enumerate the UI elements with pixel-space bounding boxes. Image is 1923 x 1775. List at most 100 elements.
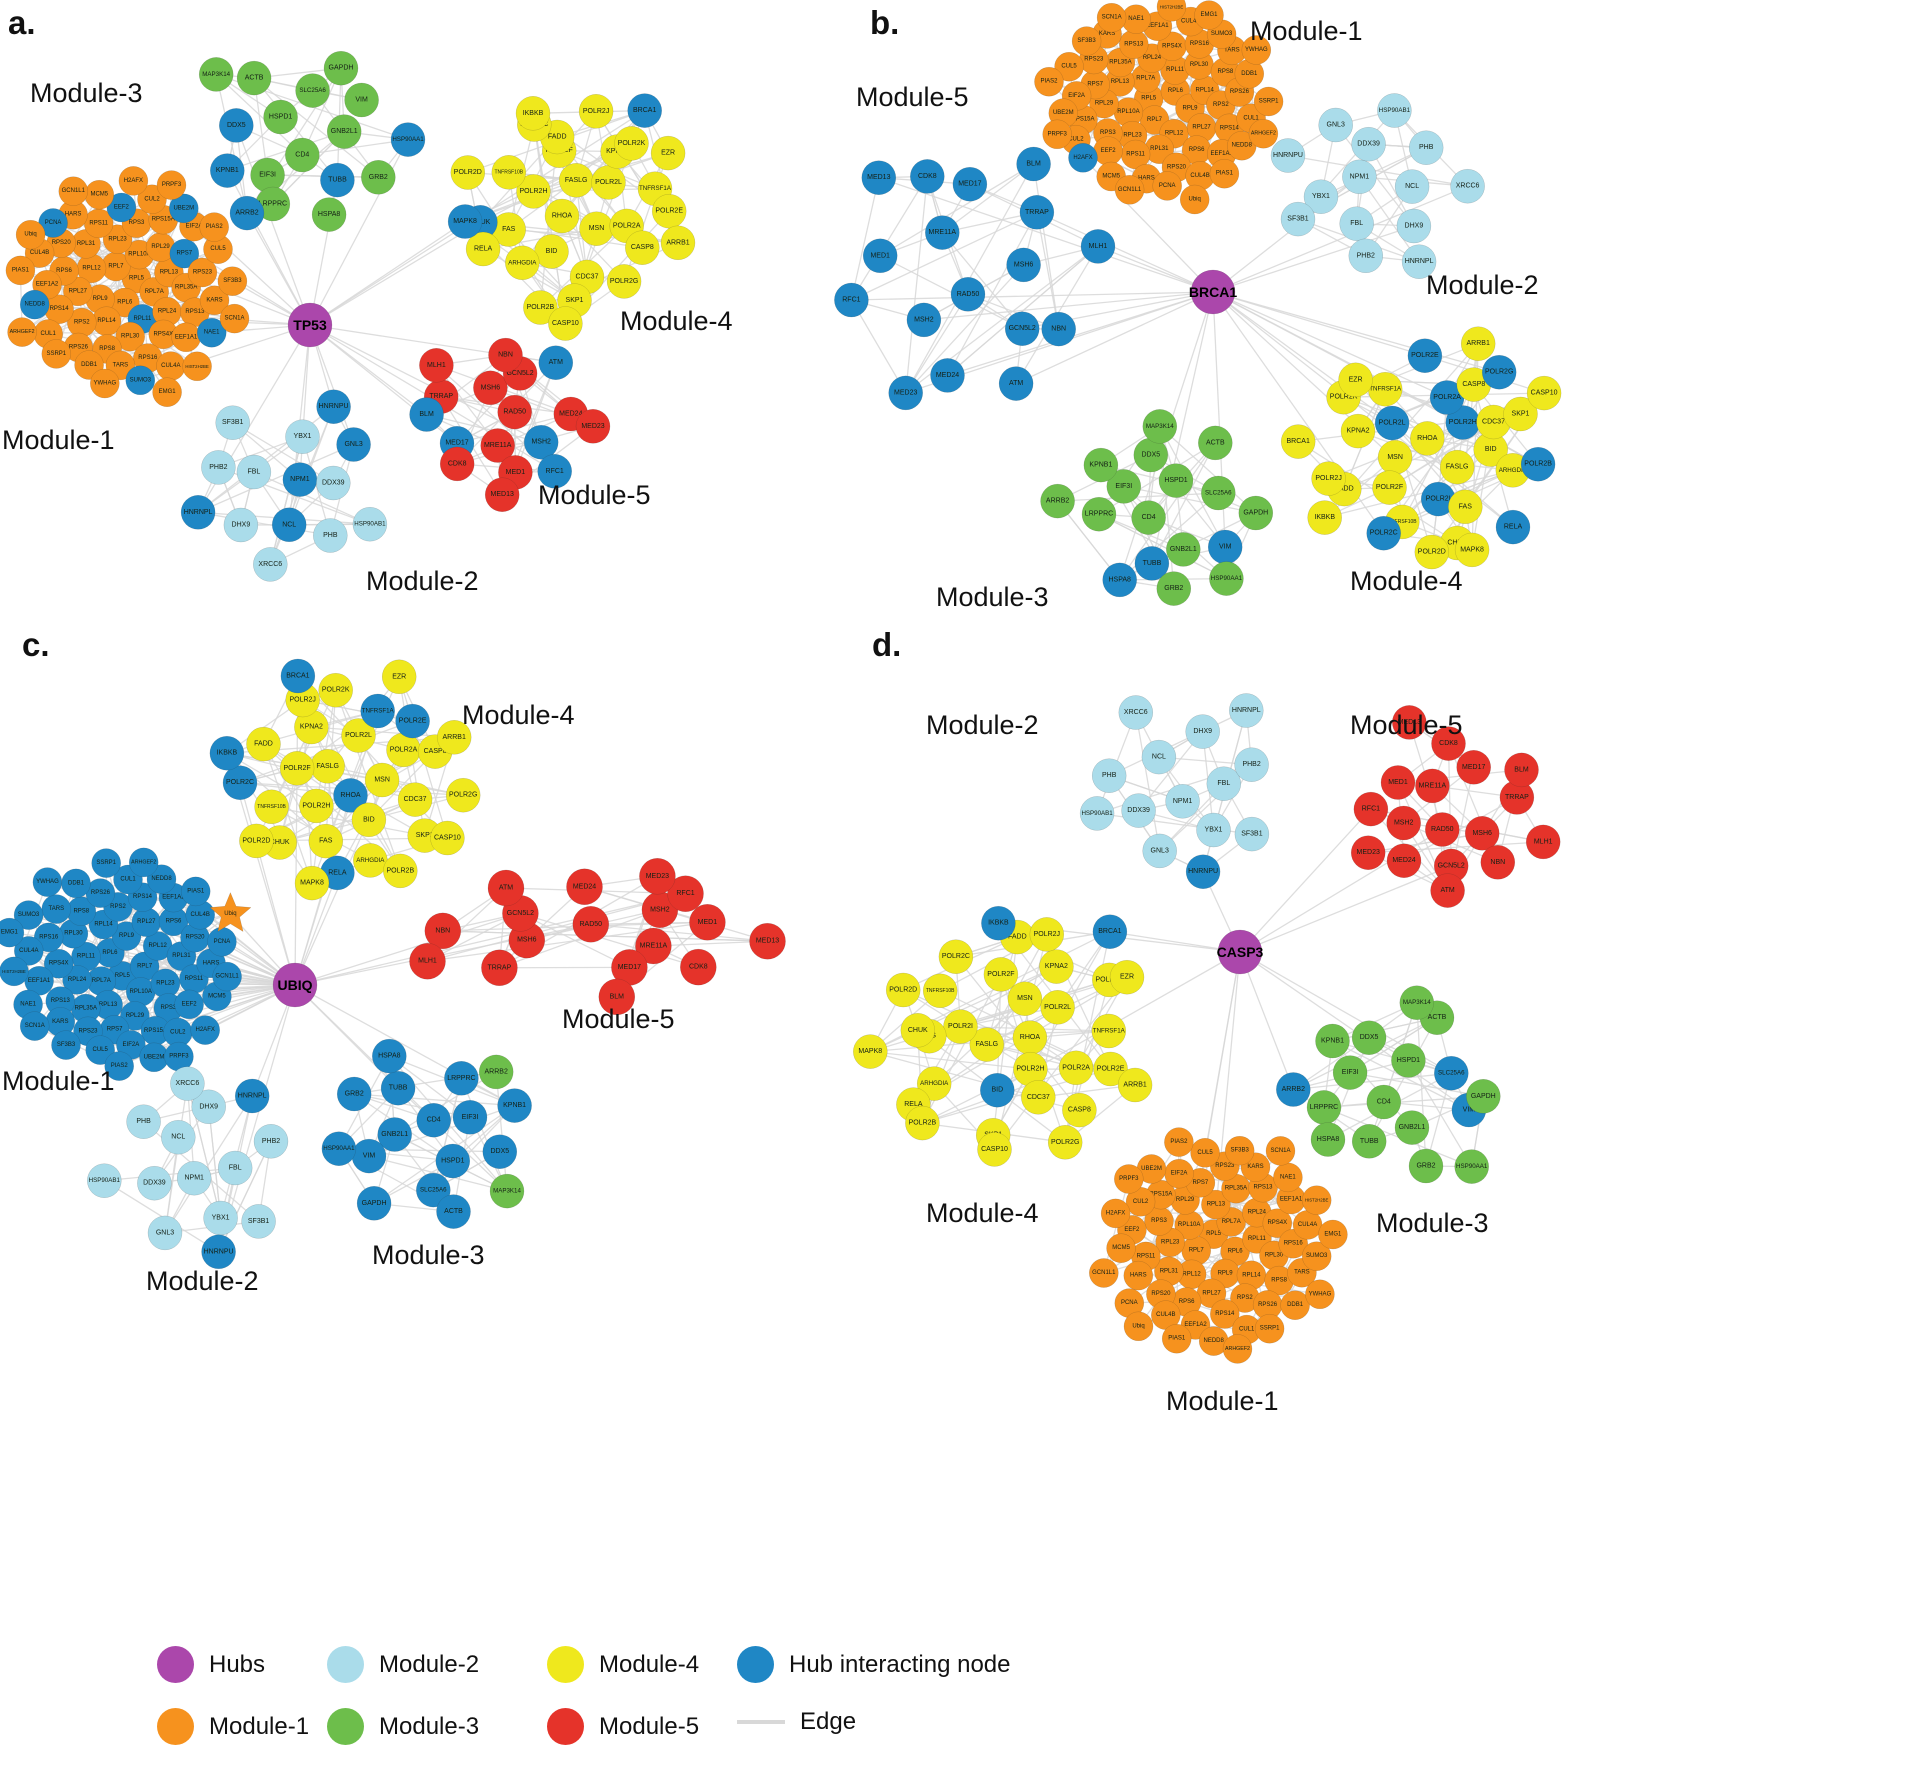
node-gnl3[interactable]: GNL3 — [1142, 833, 1177, 869]
node-kpna2[interactable]: KPNA2 — [1039, 949, 1074, 984]
node-cul4b[interactable]: CUL4B — [1151, 1300, 1181, 1330]
node-nae1[interactable]: NAE1 — [1121, 4, 1151, 34]
node-ncl[interactable]: NCL — [161, 1119, 196, 1155]
node-blm[interactable]: BLM — [598, 978, 636, 1016]
node-polr2h[interactable]: POLR2H — [299, 788, 334, 824]
node-ezr[interactable]: EZR — [381, 659, 417, 695]
node-actb[interactable]: ACTB — [236, 60, 272, 96]
node-msh6[interactable]: MSH6 — [1464, 816, 1500, 851]
node-map3k14[interactable]: MAP3K14 — [198, 57, 234, 92]
node-eef2[interactable]: EEF2 — [106, 192, 137, 223]
node-rps4x[interactable]: RPS4X — [43, 948, 74, 979]
node-ybx1[interactable]: YBX1 — [285, 419, 320, 454]
node-bid[interactable]: BID — [980, 1072, 1015, 1108]
node-ikbkb[interactable]: IKBKB — [1307, 500, 1342, 535]
node-vim[interactable]: VIM — [1207, 529, 1243, 565]
node-cdk8[interactable]: CDK8 — [1431, 726, 1466, 761]
node-nae1[interactable]: NAE1 — [196, 317, 227, 348]
node-phb[interactable]: PHB — [313, 518, 348, 553]
node-ube2m[interactable]: UBE2M — [139, 1042, 169, 1073]
node-npm1[interactable]: NPM1 — [176, 1160, 212, 1196]
node-rhoa[interactable]: RHOA — [544, 198, 580, 234]
node-rad50[interactable]: RAD50 — [1425, 812, 1460, 847]
node-lrpprc[interactable]: LRPPRC — [1306, 1090, 1342, 1125]
node-med1[interactable]: MED1 — [862, 238, 898, 274]
node-ikbkb[interactable]: IKBKB — [981, 905, 1016, 941]
node-pias1[interactable]: PIAS1 — [5, 255, 36, 286]
node-slc25a6[interactable]: SLC25A6 — [1201, 475, 1236, 511]
node-polr2e[interactable]: POLR2E — [395, 703, 430, 739]
node-pcna[interactable]: PCNA — [207, 927, 237, 957]
node-hist2h2be[interactable]: HIST2H2BE — [182, 351, 212, 382]
node-rhoa[interactable]: RHOA — [1410, 421, 1445, 456]
node-fbl[interactable]: FBL — [1206, 766, 1242, 801]
node-msn[interactable]: MSN — [579, 211, 614, 246]
node-arrb1[interactable]: ARRB1 — [1117, 1067, 1153, 1103]
node-arrb2[interactable]: ARRB2 — [1276, 1072, 1311, 1107]
node-lrpprc[interactable]: LRPPRC — [444, 1061, 479, 1096]
node-eef2[interactable]: EEF2 — [1093, 136, 1123, 166]
node-polr2e[interactable]: POLR2E — [1093, 1051, 1128, 1087]
node-polr2l[interactable]: POLR2L — [1040, 990, 1075, 1025]
node-eef2[interactable]: EEF2 — [174, 989, 204, 1020]
node-fbl[interactable]: FBL — [1339, 206, 1374, 241]
node-faslg[interactable]: FASLG — [969, 1027, 1005, 1062]
node-ubiq[interactable]: Ubiq — [1123, 1311, 1154, 1342]
node-polr2a[interactable]: POLR2A — [1058, 1050, 1094, 1086]
node-med13[interactable]: MED13 — [1392, 705, 1427, 740]
node-pias2[interactable]: PIAS2 — [1034, 66, 1064, 97]
node-phb2[interactable]: PHB2 — [1348, 238, 1384, 274]
node-fbl[interactable]: FBL — [217, 1150, 253, 1186]
node-med23[interactable]: MED23 — [575, 409, 611, 444]
node-rpl27[interactable]: RPL27 — [131, 907, 162, 937]
node-atm[interactable]: ATM — [998, 366, 1034, 401]
node-hist2h2be[interactable]: HIST2H2BE — [1301, 1185, 1332, 1215]
node-vim[interactable]: VIM — [351, 1138, 387, 1174]
node-eif3i[interactable]: EIF3I — [1332, 1055, 1368, 1090]
node-eif3i[interactable]: EIF3I — [250, 157, 285, 193]
node-ssrp1[interactable]: SSRP1 — [1253, 86, 1284, 117]
node-msh2[interactable]: MSH2 — [906, 302, 942, 338]
node-ssrp1[interactable]: SSRP1 — [1254, 1313, 1285, 1344]
node-xrcc6[interactable]: XRCC6 — [253, 547, 288, 582]
node-ddx39[interactable]: DDX39 — [1121, 793, 1156, 828]
node-ube2m[interactable]: UBE2M — [169, 193, 199, 224]
node-cdc37[interactable]: CDC37 — [397, 782, 433, 817]
node-map3k14[interactable]: MAP3K14 — [489, 1173, 525, 1209]
node-med17[interactable]: MED17 — [952, 166, 988, 202]
node-gnb2l1[interactable]: GNB2L1 — [1394, 1110, 1430, 1145]
node-arhgdia[interactable]: ARHGDIA — [353, 843, 388, 878]
node-polr2h[interactable]: POLR2H — [516, 174, 551, 209]
node-sf3b1[interactable]: SF3B1 — [215, 405, 250, 440]
node-faslg[interactable]: FASLG — [310, 749, 345, 784]
node-mre11a[interactable]: MRE11A — [925, 215, 960, 250]
node-polr2d[interactable]: POLR2D — [450, 155, 486, 190]
node-ezr[interactable]: EZR — [1109, 959, 1145, 995]
node-rpl30[interactable]: RPL30 — [115, 321, 145, 352]
node-mlh1[interactable]: MLH1 — [419, 348, 454, 383]
node-h2afx[interactable]: H2AFX — [118, 166, 149, 196]
node-cdk8[interactable]: CDK8 — [680, 948, 717, 986]
node-hsp90aa1[interactable]: HSP90AA1 — [1209, 561, 1244, 596]
node-mre11a[interactable]: MRE11A — [1415, 768, 1450, 804]
node-arhgdia[interactable]: ARHGDIA — [916, 1066, 952, 1101]
node-tnfrsf1a[interactable]: TNFRSF1A — [1091, 1013, 1127, 1049]
node-polr2i[interactable]: POLR2I — [943, 1009, 978, 1044]
node-casp10[interactable]: CASP10 — [548, 306, 583, 341]
node-rfc1[interactable]: RFC1 — [667, 875, 704, 912]
node-med17[interactable]: MED17 — [1456, 750, 1491, 785]
node-polr2b[interactable]: POLR2B — [383, 853, 418, 889]
node-ddx39[interactable]: DDX39 — [316, 465, 351, 501]
node-emg1[interactable]: EMG1 — [1318, 1219, 1348, 1250]
node-polr2f[interactable]: POLR2F — [983, 957, 1019, 992]
node-kpnb1[interactable]: KPNB1 — [497, 1088, 532, 1123]
node-grb2[interactable]: GRB2 — [1156, 571, 1192, 606]
node-fas[interactable]: FAS — [1448, 489, 1483, 525]
node-bid[interactable]: BID — [534, 234, 569, 269]
node-blm[interactable]: BLM — [1504, 752, 1539, 788]
node-gapdh[interactable]: GAPDH — [356, 1186, 392, 1221]
node-hnrnpu[interactable]: HNRNPU — [316, 389, 351, 424]
node-rela[interactable]: RELA — [1495, 509, 1531, 545]
node-nbn[interactable]: NBN — [488, 337, 523, 373]
node-med24[interactable]: MED24 — [930, 358, 965, 393]
